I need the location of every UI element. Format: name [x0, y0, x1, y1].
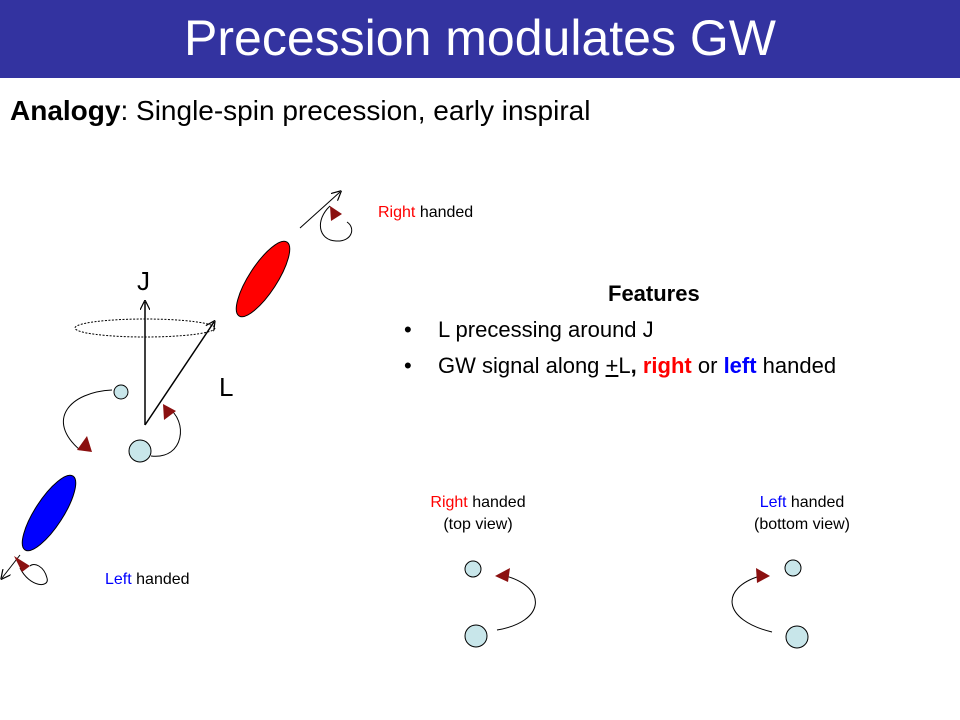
feature-bullet-precession: •L precessing around J	[404, 317, 654, 342]
j-vector-label: J	[137, 266, 150, 296]
left-handed-caption: Left handed	[105, 571, 190, 588]
bottom-view-caption: Left handed(bottom view)	[753, 494, 851, 533]
top-view-orbit-arc	[496, 575, 536, 631]
subtitle-text: : Single-spin precession, early inspiral	[120, 95, 591, 126]
bottom-view-orbit-arc	[731, 575, 773, 633]
small-body-sphere	[113, 384, 129, 400]
title-bar	[0, 0, 960, 78]
l-vector-label: L	[219, 372, 234, 402]
slide-title: Precession modulates GW	[184, 10, 776, 66]
top-view-small-sphere	[464, 560, 482, 578]
top-view-large-sphere	[464, 624, 488, 648]
large-body-sphere	[128, 439, 152, 463]
feature-bullet-gw-signal: •GW signal along +L, right or left hande…	[404, 353, 837, 378]
slide-subtitle: Analogy: Single-spin precession, early i…	[10, 95, 590, 127]
right-lobe-axis-arrow	[299, 192, 340, 229]
right-lobe-rotation-arrowhead	[330, 206, 342, 221]
features-list: •L precessing around J •GW signal along …	[404, 316, 836, 388]
orbit-arrowhead-right	[163, 404, 176, 420]
bottom-view-small-sphere	[784, 559, 802, 577]
orbit-arc-left	[62, 389, 113, 451]
orbit-arrowhead-left	[77, 436, 92, 452]
features-heading: Features	[608, 281, 700, 306]
left-lobe-rotation-arc	[19, 564, 48, 586]
bottom-view-large-sphere	[785, 625, 809, 649]
left-lobe-rotation-arrowhead	[14, 556, 30, 572]
top-view-caption: Right handed(top view)	[430, 494, 526, 533]
top-view-arrowhead	[495, 568, 510, 582]
right-lobe-rotation-arc	[320, 205, 353, 242]
subtitle-keyword: Analogy	[10, 95, 121, 126]
l-vector-arrow	[144, 322, 214, 426]
right-handed-lobe	[235, 240, 291, 318]
left-handed-lobe	[21, 474, 77, 552]
bottom-view-arrowhead	[756, 568, 770, 583]
right-handed-caption: Right handed	[378, 204, 474, 221]
